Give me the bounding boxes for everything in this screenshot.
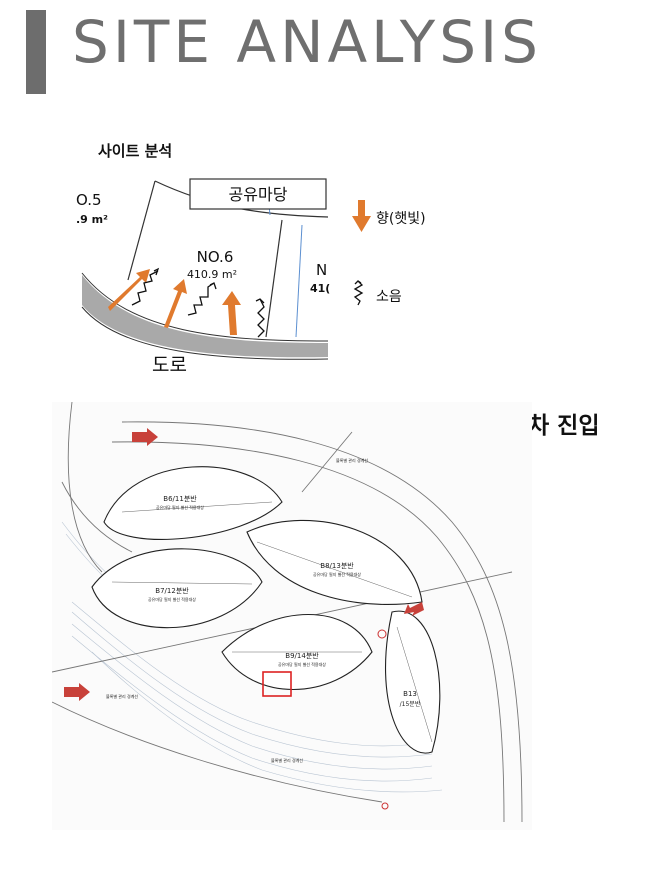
cluster-sub-b9: 공유마당 필지 별선 적용대상: [278, 661, 326, 667]
page-title: SITE ANALYSIS: [72, 8, 542, 76]
cluster-sub-b6: 공유마당 필지 별선 적용대상: [156, 504, 204, 510]
cluster-label-b7: B7/12분반: [155, 586, 189, 595]
sun-legend-label: 향(햇빛): [376, 211, 426, 227]
entry-arrow-3: [404, 602, 424, 616]
noise-legend-label: 소음: [376, 289, 402, 305]
sun-arrow-3: [222, 291, 241, 335]
road-band: [82, 275, 328, 358]
traffic-sign-2: [381, 802, 389, 810]
boundary-note-2: 블록별 관리 경계선: [106, 693, 138, 699]
noise-zigzag-3: [257, 298, 265, 338]
cluster-b6: [103, 466, 283, 540]
boundary-note-1: 블록별 관리 경계선: [336, 457, 368, 463]
noise-zigzag-1: [131, 270, 159, 306]
boundary-note-3: 블록별 관리 경계선: [271, 757, 303, 763]
cluster-sub-b13: /15분반: [400, 700, 421, 708]
right-lot-number: N: [316, 261, 327, 279]
lot-number: NO.6: [197, 248, 234, 266]
lot-area: 410.9 m²: [187, 268, 237, 281]
cluster-b13: [384, 610, 441, 754]
traffic-sign-1: [377, 629, 387, 639]
entry-arrow-2: [64, 683, 90, 701]
common-yard-label: 공유마당: [229, 185, 288, 204]
selected-lot-highlight: [262, 671, 292, 697]
road-label: 도로: [152, 354, 187, 375]
left-lot-area: .9 m²: [76, 213, 108, 226]
lot-analysis-diagram: 공유마당 O.5 .9 m² NO.6 410.9 m² N 41( 도로: [76, 178, 330, 375]
car-entry-heading: 차 진입: [528, 413, 600, 439]
sun-arrow-1: [108, 269, 150, 311]
section-heading: 사이트 분석: [98, 142, 173, 160]
cluster-label-b13: B13: [403, 690, 417, 698]
common-yard-box: [189, 178, 327, 210]
cluster-label-b9: B9/14분반: [285, 651, 319, 660]
noise-zigzag-2: [187, 282, 215, 316]
cluster-label-b8: B8/13분반: [320, 561, 354, 570]
cluster-label-b6: B6/11분반: [163, 494, 197, 503]
site-plan-map: B6/11분반 공유마당 필지 별선 적용대상 B7/12분반 공유마당 필지 …: [52, 402, 532, 830]
entry-arrow-1: [132, 428, 158, 446]
sun-arrow-2: [164, 279, 187, 328]
title-accent-bar: [26, 10, 46, 94]
noise-legend-icon: [353, 280, 364, 306]
cluster-sub-b8: 공유마당 필지 별선 적용대상: [313, 571, 361, 577]
left-lot-number: O.5: [76, 191, 102, 209]
cluster-sub-b7: 공유마당 필지 별선 적용대상: [148, 596, 196, 602]
right-lot-area: 41(: [310, 282, 330, 295]
sun-legend-icon: [352, 200, 371, 232]
cluster-b8: [246, 519, 423, 605]
cluster-b7: [91, 548, 263, 629]
